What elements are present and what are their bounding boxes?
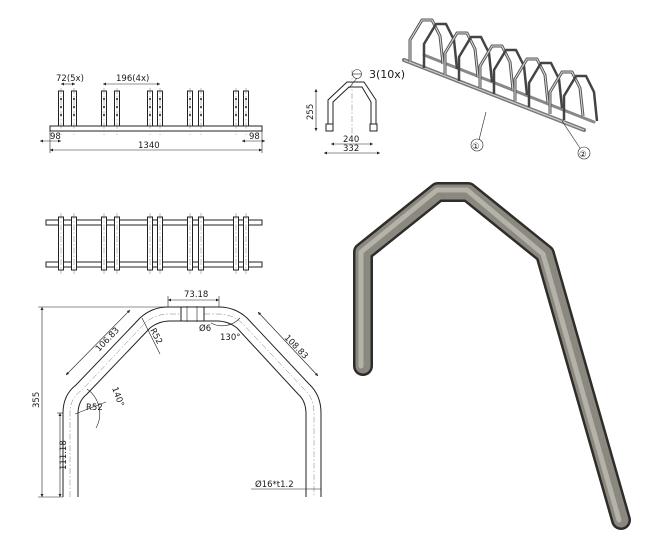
detail-top-straight-dim: 73.18 <box>184 290 208 300</box>
front-total-length-dim: 1340 <box>138 141 160 151</box>
detail-tube-spec: Ø16*t1.2 <box>255 479 294 490</box>
detail-leg-length-dim: 111.18 <box>59 440 69 470</box>
iso-balloon-2: ② <box>579 150 587 160</box>
front-end-left-dim: 98 <box>50 132 61 142</box>
detail-overall-height-dim: 355 <box>32 392 42 408</box>
iso-balloon-1: ① <box>472 142 480 152</box>
detail-right-slope-dim: 108.83 <box>282 333 310 361</box>
side-outer-width-dim: 332 <box>343 144 359 154</box>
top-rail-lower <box>45 261 263 268</box>
front-pitch-small-dim: 72(5x) <box>56 74 84 84</box>
iso-hoop-rear <box>562 74 599 122</box>
top-view <box>45 213 263 274</box>
side-callout-label: 3(10x) <box>369 68 405 81</box>
iso-hoops <box>408 18 599 122</box>
side-view: 3(10x) 255 240 332 <box>306 68 405 155</box>
front-pitch-large-dim: 196(4x) <box>116 74 149 84</box>
iso-hoop-rear <box>457 35 494 83</box>
detail-radius-left-dim: R52 <box>86 403 103 413</box>
side-height-dim: 255 <box>306 104 316 120</box>
detail-angle-top-dim: 130° <box>220 333 240 343</box>
iso-hoop-rear <box>492 48 529 96</box>
hoop-3d-tube <box>353 182 631 530</box>
front-view: 72(5x) 196(4x) 98 98 1340 <box>40 74 265 153</box>
iso-hoop-rear <box>422 22 459 70</box>
side-base-rail-left <box>325 123 334 132</box>
side-base-rail-right <box>369 123 378 132</box>
front-base-rail <box>49 125 263 132</box>
top-posts <box>58 213 249 274</box>
iso-view: ① ② <box>402 18 599 160</box>
hoop-3d-render <box>353 182 631 530</box>
front-end-right-dim: 98 <box>249 132 260 142</box>
detail-view: Ø6 73.18 106.83 108.83 R52 R52 130° 140°… <box>32 290 322 498</box>
iso-rail-back <box>422 53 596 124</box>
detail-hole-dim: Ø6 <box>199 323 211 334</box>
iso-hoop-rear <box>527 61 564 109</box>
side-inner-width-dim: 240 <box>343 135 359 145</box>
front-posts <box>58 88 249 135</box>
top-rail-upper <box>45 219 263 226</box>
